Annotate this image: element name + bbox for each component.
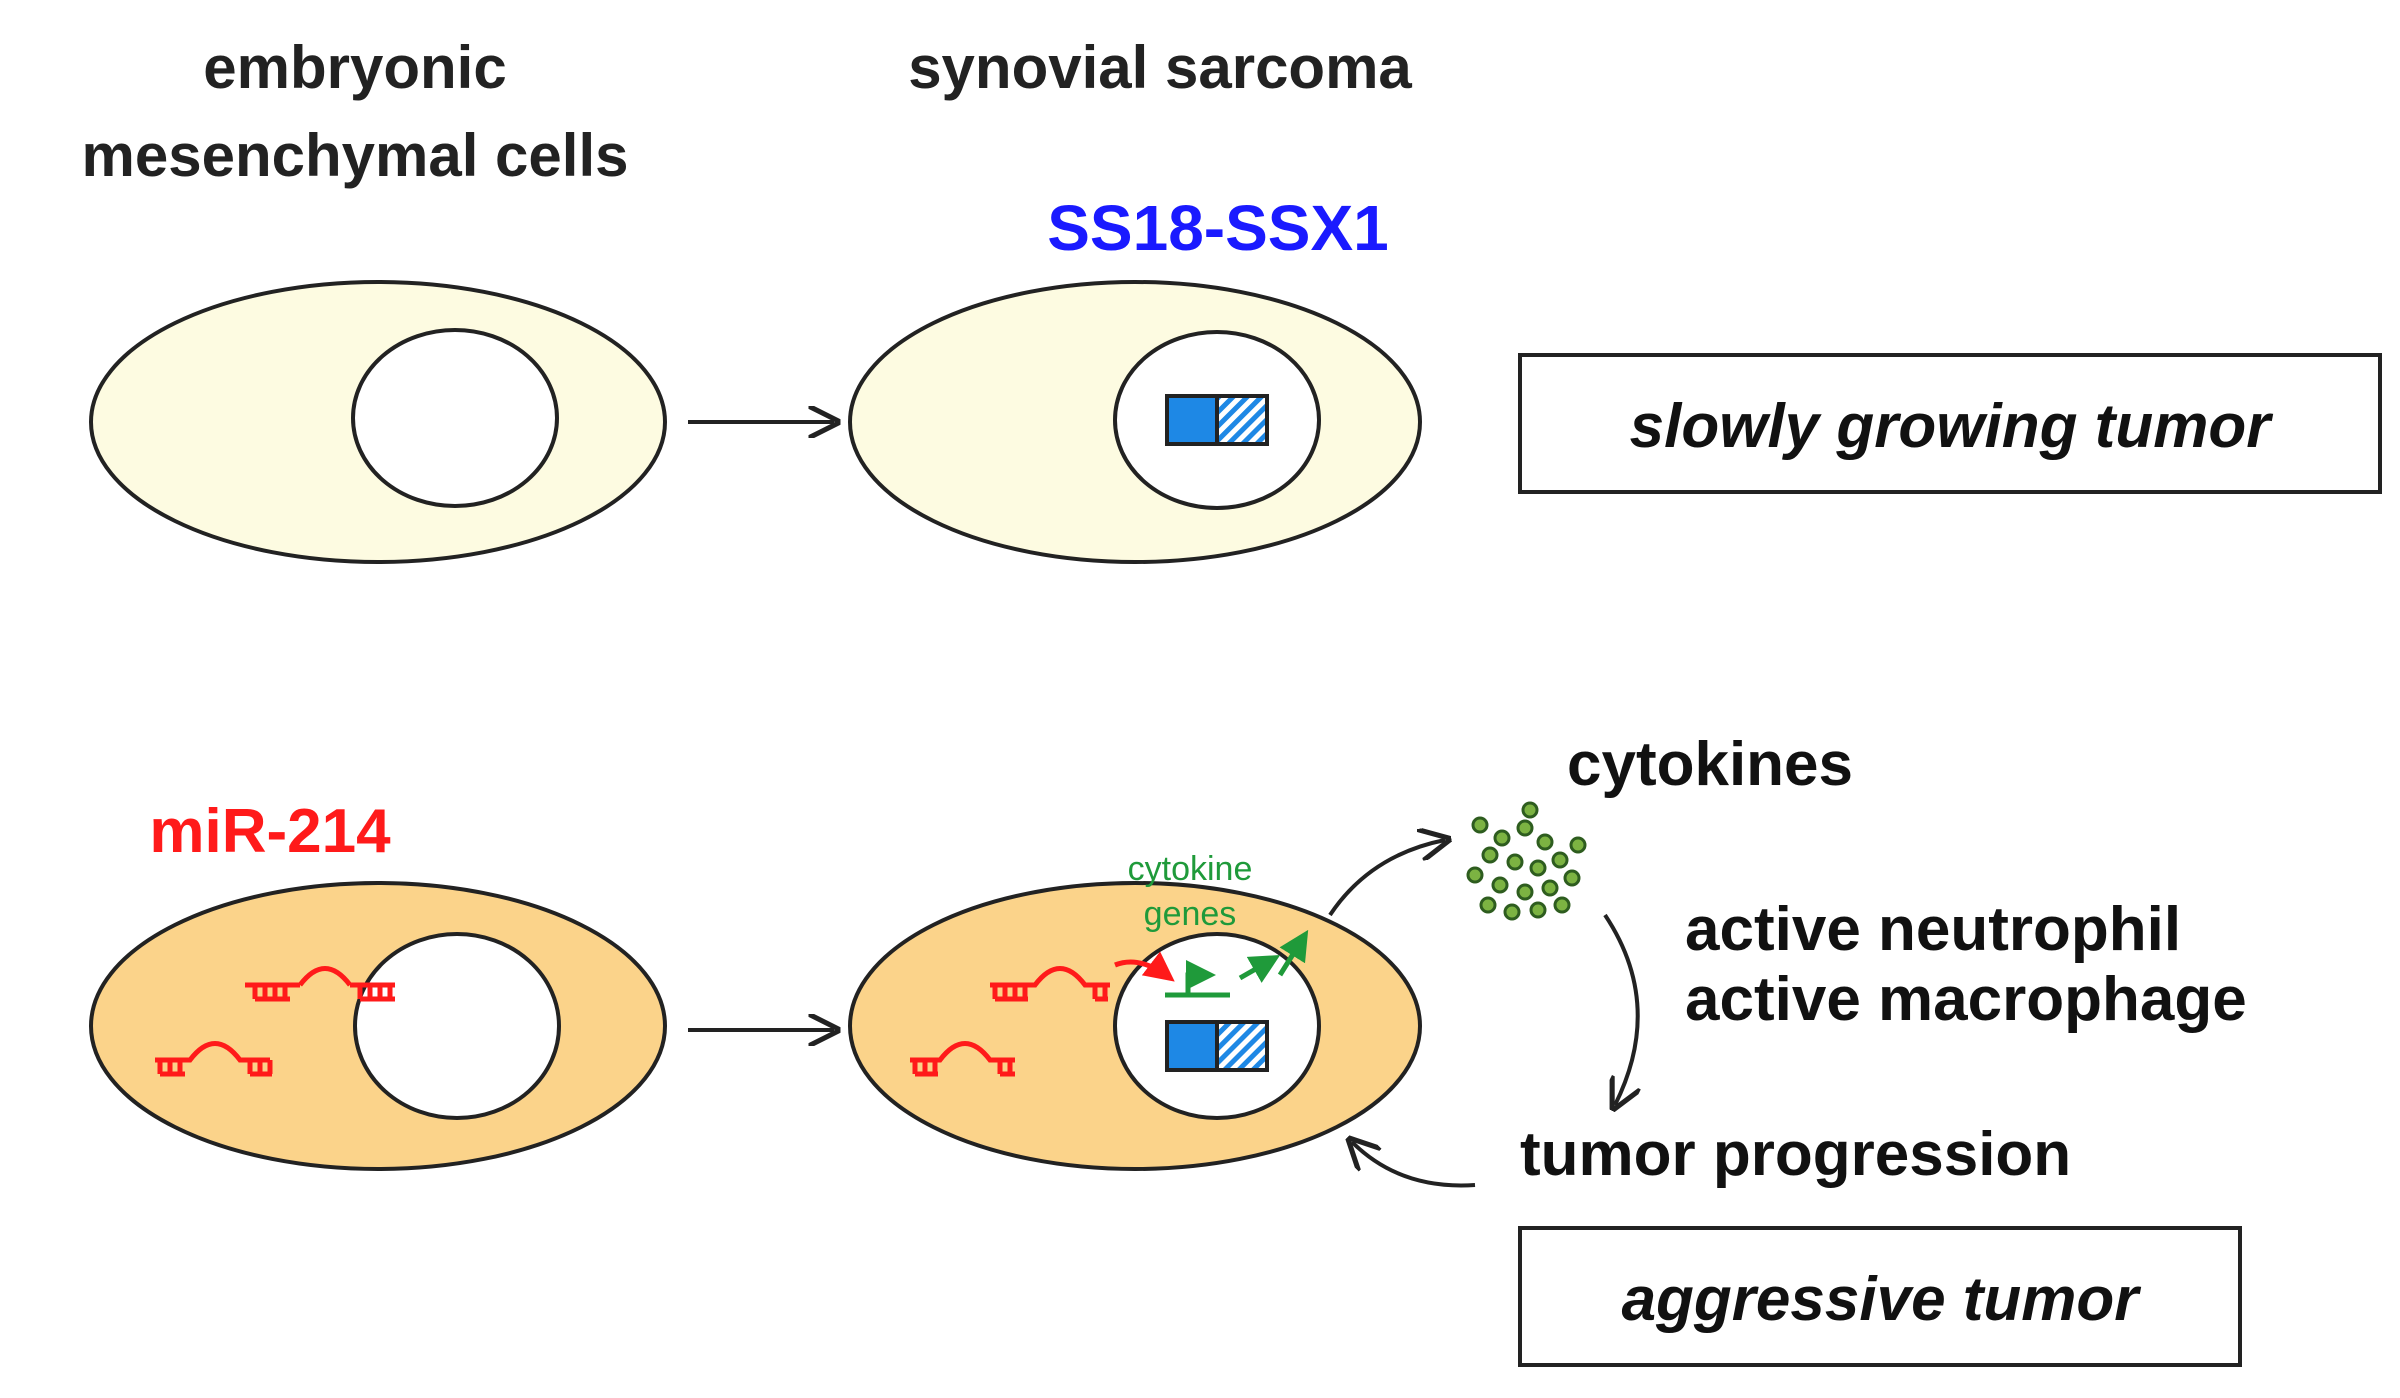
outcome-box-slow: slowly growing tumor <box>1518 353 2382 494</box>
fusion-gene-icon <box>1165 394 1269 446</box>
header-synovial-sarcoma: synovial sarcoma <box>908 34 1412 101</box>
mirna-hairpin-icon <box>990 951 1175 1002</box>
arrow-activation <box>1603 913 1638 1105</box>
label-tumor-progression: tumor progression <box>1520 1120 2071 1189</box>
header-embryonic: embryonic <box>203 34 506 101</box>
mirna-hairpin-icon <box>155 1041 273 1077</box>
outcome-aggressive-tumor: aggressive tumor <box>1622 1265 2142 1334</box>
mirna-hairpin-icon <box>910 1041 1015 1077</box>
arrow-feedback <box>1352 1142 1476 1188</box>
cell-sarcoma-mir <box>848 881 1422 1171</box>
label-cytokines: cytokines <box>1567 730 1853 799</box>
header-mesenchymal-cells: mesenchymal cells <box>81 122 628 189</box>
label-cytokine-genes-line1: cytokine <box>1128 850 1253 888</box>
mirna-hairpin-icon <box>245 966 395 1002</box>
cytokine-cluster-icon <box>1466 801 1587 921</box>
outcome-slowly-growing-tumor: slowly growing tumor <box>1630 392 2274 461</box>
label-active-macrophage: active macrophage <box>1685 965 2247 1034</box>
gene-label-ss18-ssx1: SS18-SSX1 <box>1047 192 1389 264</box>
nucleus <box>353 932 561 1120</box>
cell-embryonic-top <box>89 280 667 564</box>
cell-embryonic-mir <box>89 881 667 1171</box>
mirna-label-mir-214: miR-214 <box>149 797 391 866</box>
cell-sarcoma-top <box>848 280 1422 564</box>
nucleus <box>351 328 559 508</box>
arrow-secretion <box>1328 840 1445 917</box>
label-cytokine-genes-line2: genes <box>1144 895 1237 933</box>
promoter-icon <box>1165 929 1309 998</box>
outcome-box-aggressive: aggressive tumor <box>1518 1226 2242 1367</box>
fusion-gene-icon <box>1165 1020 1269 1072</box>
label-active-neutrophil: active neutrophil <box>1685 895 2181 964</box>
